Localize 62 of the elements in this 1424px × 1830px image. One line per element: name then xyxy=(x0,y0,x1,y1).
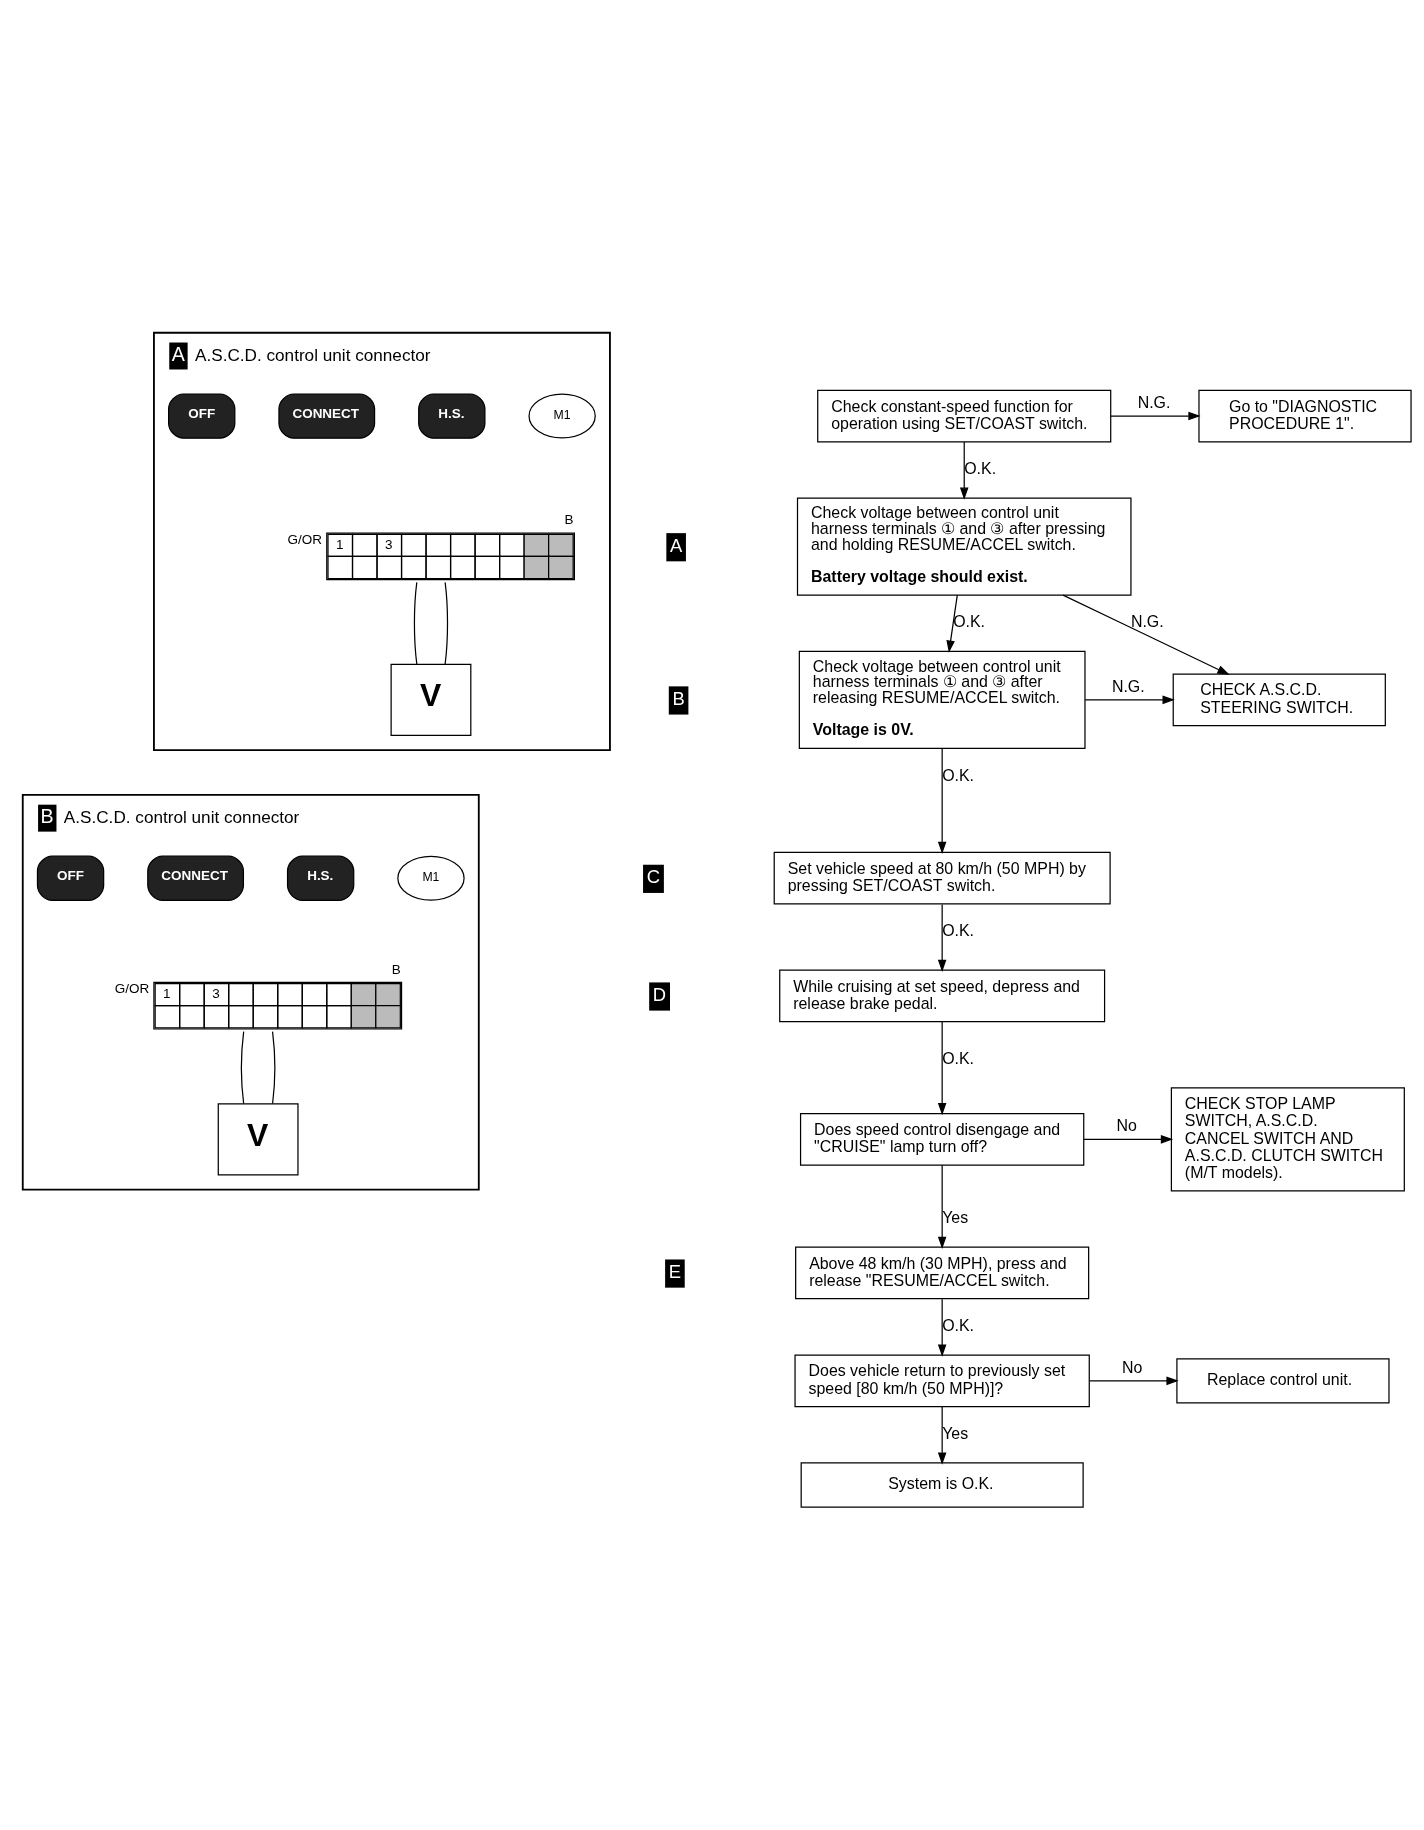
node-box: Replace control unit. xyxy=(1176,1358,1390,1404)
node-box: Does vehicle return to previously set speed [80 km/h (50 MPH)]? xyxy=(794,1354,1090,1408)
edge-label: Yes xyxy=(942,1424,969,1442)
node-ellipse: M1 xyxy=(397,855,465,901)
node-box: H.S. xyxy=(286,855,355,901)
edge-label: Yes xyxy=(942,1209,969,1227)
node-box: OFF xyxy=(36,855,105,901)
node-box: V xyxy=(217,1103,299,1176)
arrow xyxy=(946,594,958,653)
node-box: CHECK STOP LAMP SWITCH, A.S.C.D. CANCEL SWITCH AND A.S.C.D. CLUTCH SWITCH (M/T models). xyxy=(1170,1087,1405,1192)
edge-label: O.K. xyxy=(942,1049,975,1067)
arrow xyxy=(937,903,947,972)
arrow xyxy=(937,1298,947,1357)
arrow xyxy=(1083,1135,1174,1144)
arrow xyxy=(1089,1376,1179,1386)
node-box: System is O.K. xyxy=(800,1462,1084,1508)
node-label: G/OR xyxy=(114,981,150,997)
arrow xyxy=(1084,695,1175,705)
label: D xyxy=(652,983,667,1005)
label: C xyxy=(646,866,660,888)
node-box: V xyxy=(390,663,472,737)
node-box: Does speed control disengage and "CRUISE" lamp turn off? xyxy=(799,1112,1085,1166)
node-box: While cruising at set speed, depress and release brake pedal. xyxy=(779,969,1106,1023)
arrow xyxy=(937,748,947,854)
node-box: CHECK A.S.C.D. STEERING SWITCH. xyxy=(1172,673,1386,727)
edge-label: N.G. xyxy=(1130,613,1164,631)
arrow xyxy=(937,1406,947,1465)
edge-label: O.K. xyxy=(964,460,997,478)
label: E xyxy=(668,1260,682,1282)
node-box: Go to "DIAGNOSTIC PROCEDURE 1". xyxy=(1198,389,1412,443)
node-box: Set vehicle speed at 80 km/h (50 MPH) by pressing SET/COAST switch. xyxy=(773,851,1111,905)
node-label: B xyxy=(564,512,574,528)
edge-label: N.G. xyxy=(1137,393,1171,411)
node-label: B xyxy=(391,961,401,977)
node-box: Check voltage between control unit harness terminals ① and ③ after releasing RESUME/ACCEL switch. Voltage is 0V. xyxy=(798,650,1086,749)
connector xyxy=(240,1031,245,1105)
node-box: CONNECT xyxy=(278,393,376,439)
node-box: Above 48 km/h (30 MPH), press and release "RESUME/ACCEL switch. xyxy=(795,1246,1090,1300)
connector xyxy=(271,1031,276,1105)
node-box: Check constant-speed function for operation using SET/COAST switch. xyxy=(817,389,1112,443)
label: B xyxy=(672,687,685,709)
node-box: CONNECT xyxy=(147,855,245,901)
connector xyxy=(444,581,449,665)
arrow xyxy=(937,1164,947,1250)
edge-label: O.K. xyxy=(942,922,975,940)
edge-label: O.K. xyxy=(953,613,986,631)
node-ellipse: M1 xyxy=(528,393,596,439)
edge-label: N.G. xyxy=(1111,677,1145,695)
node-box: Check voltage between control unit harness terminals ① and ③ after pressing and holding RESUME/ACCEL switch. Battery voltage should exist. xyxy=(796,497,1132,596)
arrow xyxy=(959,441,969,500)
node-label: G/OR xyxy=(287,531,322,547)
node-box: H.S. xyxy=(418,393,486,439)
arrow xyxy=(1110,411,1201,421)
label: A xyxy=(670,534,683,556)
edge-label: O.K. xyxy=(942,1317,975,1335)
connector xyxy=(413,581,418,665)
node-box: OFF xyxy=(168,393,236,439)
edge-label: O.K. xyxy=(942,766,975,784)
arrow xyxy=(937,1021,947,1116)
arrow xyxy=(1062,594,1230,675)
edge-label: No xyxy=(1116,1117,1137,1135)
edge-label: No xyxy=(1122,1358,1143,1376)
